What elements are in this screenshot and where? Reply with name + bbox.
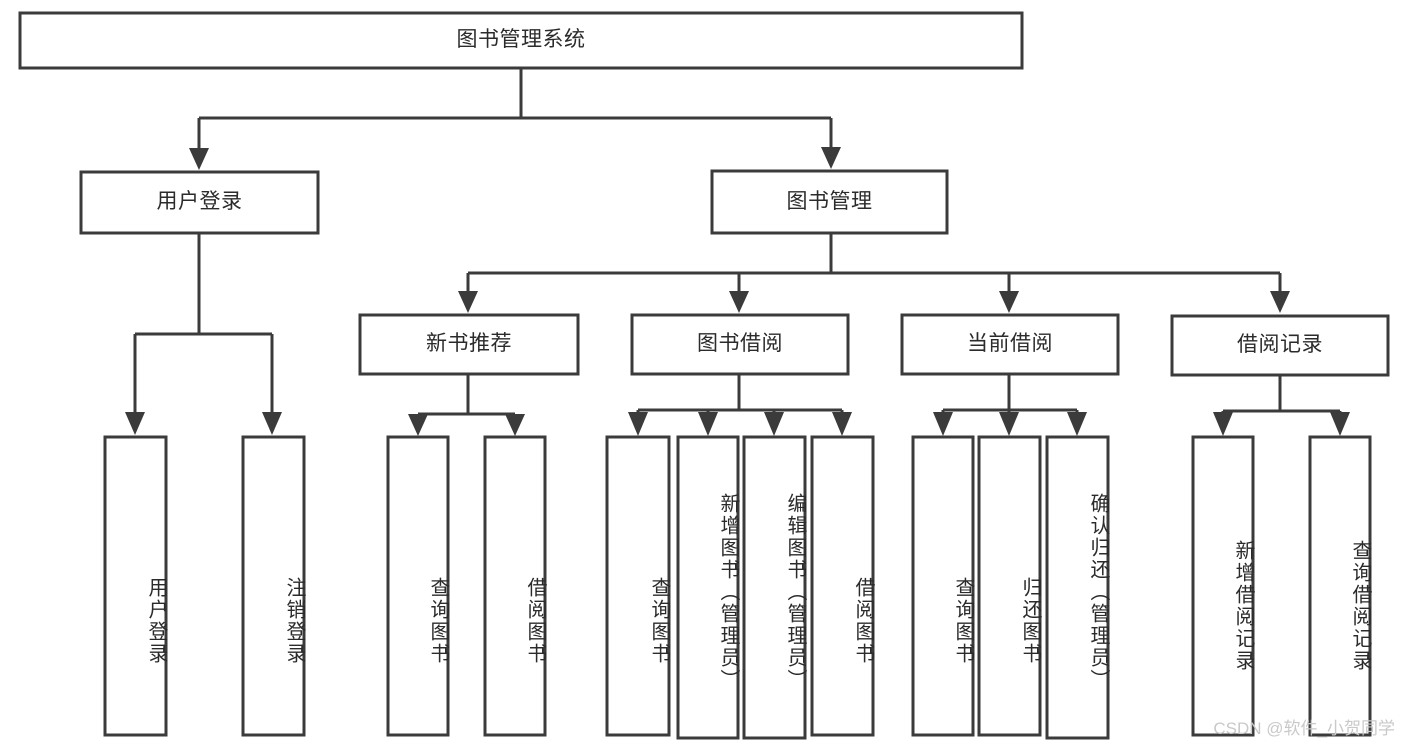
node-box-new-book-recommend[interactable] xyxy=(358,313,580,376)
arrow-head-leaf-10 xyxy=(999,412,1019,436)
node-box-leaf-borrow-book-2[interactable] xyxy=(810,435,875,737)
connector-user-login-to-leaves xyxy=(125,233,282,435)
node-box-current-borrow[interactable] xyxy=(900,313,1120,376)
node-box-leaf-query-book-3[interactable] xyxy=(911,435,975,737)
node-box-leaf-confirm-return[interactable] xyxy=(1045,435,1110,740)
arrow-head-leaf-3 xyxy=(408,414,428,436)
node-box-leaf-user-login[interactable] xyxy=(103,435,168,737)
connector-current-borrow-to-leaves xyxy=(933,374,1087,436)
arrow-head-new-book xyxy=(458,291,478,313)
arrow-head-borrow-record xyxy=(1270,291,1290,313)
connector-book-borrow-to-leaves xyxy=(628,374,852,436)
node-box-root[interactable] xyxy=(18,11,1024,70)
arrow-head-leaf-8 xyxy=(832,412,852,436)
arrow-head-user-login xyxy=(189,148,209,170)
connector-root-to-level1 xyxy=(189,68,841,170)
arrow-head-leaf-2 xyxy=(262,412,282,435)
arrow-head-leaf-6 xyxy=(698,412,718,436)
node-box-leaf-edit-book[interactable] xyxy=(742,435,807,740)
node-box-borrow-record[interactable] xyxy=(1170,314,1390,377)
node-box-book-manage[interactable] xyxy=(710,169,949,235)
connector-book-manage-to-level2 xyxy=(458,233,1290,313)
arrow-head-leaf-11 xyxy=(1067,412,1087,436)
node-box-leaf-return-book[interactable] xyxy=(977,435,1042,737)
arrow-head-leaf-12 xyxy=(1213,412,1233,436)
connector-new-book-to-leaves xyxy=(408,374,525,436)
arrow-head-leaf-9 xyxy=(933,412,953,436)
arrow-head-book-borrow xyxy=(729,291,749,313)
arrow-head-current-borrow xyxy=(999,291,1019,313)
arrow-head-book-manage xyxy=(821,147,841,169)
node-box-leaf-query-book-2[interactable] xyxy=(605,435,671,737)
node-box-leaf-logout[interactable] xyxy=(241,435,306,737)
node-box-leaf-query-record[interactable] xyxy=(1308,435,1372,737)
node-box-user-login[interactable] xyxy=(79,170,320,235)
arrow-head-leaf-7 xyxy=(764,412,784,436)
arrow-head-leaf-13 xyxy=(1330,412,1350,436)
connector-borrow-record-to-leaves xyxy=(1213,375,1350,436)
node-box-leaf-query-book-1[interactable] xyxy=(386,435,450,737)
arrow-head-leaf-4 xyxy=(505,414,525,436)
arrow-head-leaf-1 xyxy=(125,412,145,435)
arrow-head-leaf-5 xyxy=(628,412,648,436)
node-box-leaf-add-book[interactable] xyxy=(676,435,740,740)
node-box-book-borrow[interactable] xyxy=(630,313,850,376)
node-box-leaf-add-record[interactable] xyxy=(1191,435,1255,737)
node-box-leaf-borrow-book-1[interactable] xyxy=(483,435,547,737)
